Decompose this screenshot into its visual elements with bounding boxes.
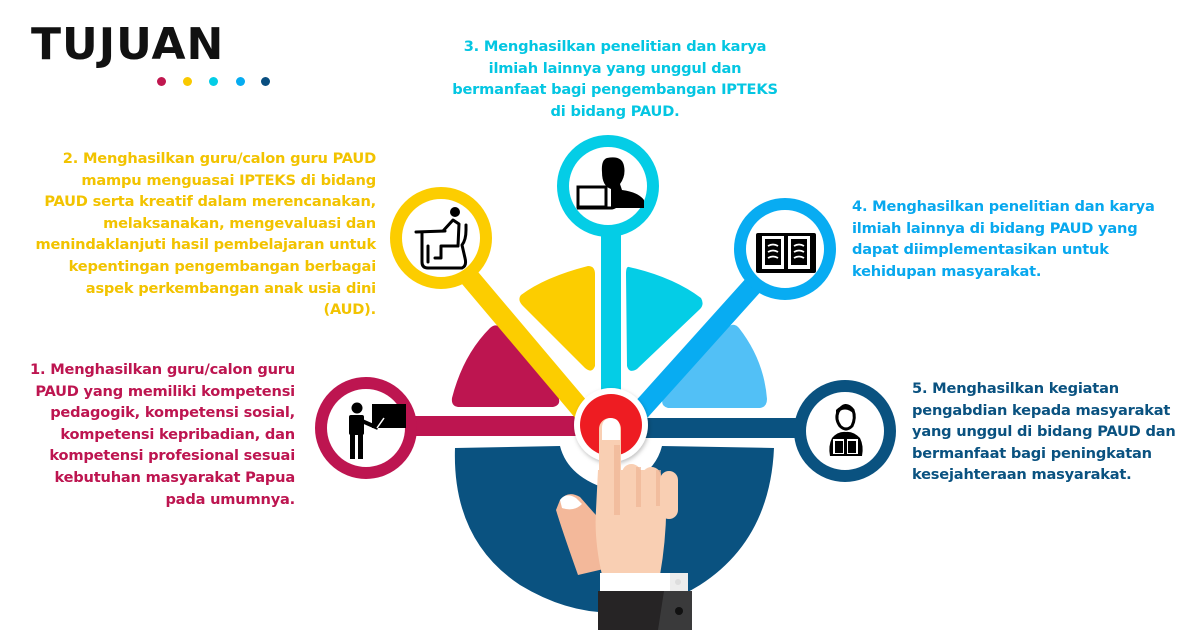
goal-3-line: di bidang PAUD. <box>550 102 680 120</box>
sector-yellow <box>519 266 595 371</box>
person-laptop-icon <box>576 157 644 210</box>
goal-4-text: 4. Menghasilkan penelitian dan karya ilm… <box>852 196 1172 282</box>
connector-2 <box>457 265 598 427</box>
goal-3-line: ilmiah lainnya yang unggul dan <box>488 59 742 77</box>
goal-2-line: PAUD serta kreatif dalam merencanakan, <box>44 193 376 211</box>
title-dots <box>157 77 277 87</box>
sector-cyan <box>626 266 703 371</box>
goal-5-line: bermanfaat bagi peningkatan <box>912 444 1152 462</box>
goal-5-line: kesejahteraan masyarakat. <box>912 466 1132 484</box>
goal-3-line: 3. Menghasilkan penelitian dan karya <box>463 38 767 55</box>
goal-5-text: 5. Menghasilkan kegiatan pengabdian kepa… <box>912 378 1197 486</box>
goal-1-line: kompetensi kepribadian, dan <box>60 425 295 443</box>
connector-3 <box>601 230 621 420</box>
person-reading-icon <box>829 404 863 456</box>
pointing-hand <box>556 418 692 630</box>
teacher-blackboard-icon <box>349 402 406 459</box>
goal-2-line: melaksanakan, mengevaluasi dan <box>103 214 376 232</box>
dot-3 <box>209 77 218 86</box>
dot-1 <box>157 77 166 86</box>
goal-5-line: yang unggul di bidang PAUD dan <box>912 423 1176 441</box>
connector-5 <box>612 418 802 438</box>
goal-2-line: menindaklanjuti hasil pembelajaran untuk <box>35 236 376 254</box>
goal-4-line: 4. Menghasilkan penelitian dan karya <box>852 198 1155 215</box>
goal-4-line: kehidupan masyarakat. <box>852 262 1042 280</box>
goal-3-text: 3. Menghasilkan penelitian dan karya ilm… <box>432 36 798 122</box>
goal-4-line: dapat diimplementasikan untuk <box>852 241 1109 259</box>
goal-2-circle <box>390 187 492 289</box>
goal-5-circle <box>794 380 896 482</box>
goal-3-line: bermanfaat bagi pengembangan IPTEKS <box>452 81 778 99</box>
goal-1-line: kompetensi profesional sesuai <box>49 447 295 465</box>
goal-1-line: pada umumnya. <box>165 490 295 508</box>
goal-1-line: PAUD yang memiliki kompetensi <box>35 382 295 400</box>
dot-4 <box>236 77 245 86</box>
goal-2-line: mampu menguasai IPTEKS di bidang <box>81 171 376 189</box>
goal-1-line: kebutuhan masyarakat Papua <box>54 468 295 486</box>
goal-5-line: pengabdian kepada masyarakat <box>912 401 1171 419</box>
connector-4 <box>624 275 764 427</box>
sector-magenta <box>451 325 560 407</box>
goal-2-line: 2. Menghasilkan guru/calon guru PAUD <box>62 150 376 167</box>
open-book-icon <box>756 233 816 273</box>
connector-1 <box>410 416 610 436</box>
goal-1-text: 1. Menghasilkan guru/calon guru PAUD yan… <box>20 359 295 510</box>
goal-1-line: 1. Menghasilkan guru/calon guru <box>30 361 295 378</box>
goal-4-line: ilmiah lainnya di bidang PAUD yang <box>852 219 1138 237</box>
sector-lightblue <box>662 324 767 408</box>
goal-2-text: 2. Menghasilkan guru/calon guru PAUD mam… <box>20 148 376 321</box>
dot-2 <box>183 77 192 86</box>
goal-2-line: kepentingan pengembangan berbagai <box>68 257 377 275</box>
page-title: TUJUAN <box>31 19 225 70</box>
dot-5 <box>261 77 270 86</box>
goal-2-line: aspek perkembangan anak usia dini <box>85 279 376 297</box>
student-desk-icon <box>414 207 468 270</box>
goal-5-line: 5. Menghasilkan kegiatan <box>912 380 1119 397</box>
goal-2-line: (AUD). <box>323 301 377 319</box>
goal-1-line: pedagogik, kompetensi sosial, <box>50 404 295 422</box>
